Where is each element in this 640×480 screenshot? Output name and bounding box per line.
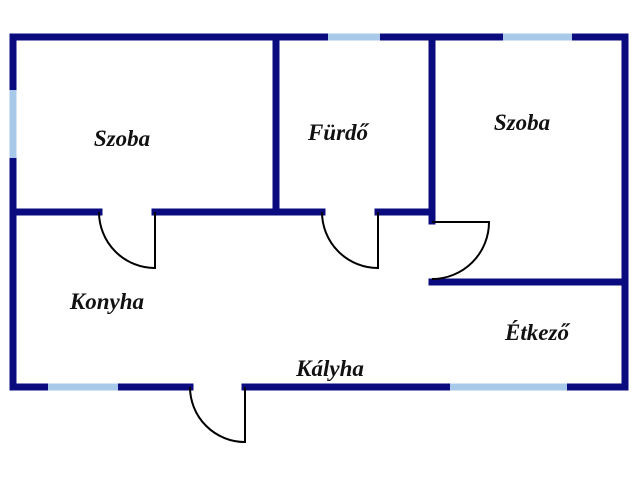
- room-label-etkezo: Étkező: [505, 320, 569, 345]
- door-room-right: [431, 221, 491, 280]
- room-label-szoba-left: Szoba: [93, 126, 151, 151]
- door-bathroom: [321, 211, 379, 270]
- room-label-konyha: Konyha: [69, 289, 145, 314]
- door-entrance: [189, 386, 246, 444]
- room-label-szoba-right: Szoba: [493, 110, 551, 135]
- room-label-furdo: Fürdő: [307, 120, 369, 145]
- label-kalyha: Kályha: [296, 356, 364, 381]
- door-room-left: [98, 211, 156, 270]
